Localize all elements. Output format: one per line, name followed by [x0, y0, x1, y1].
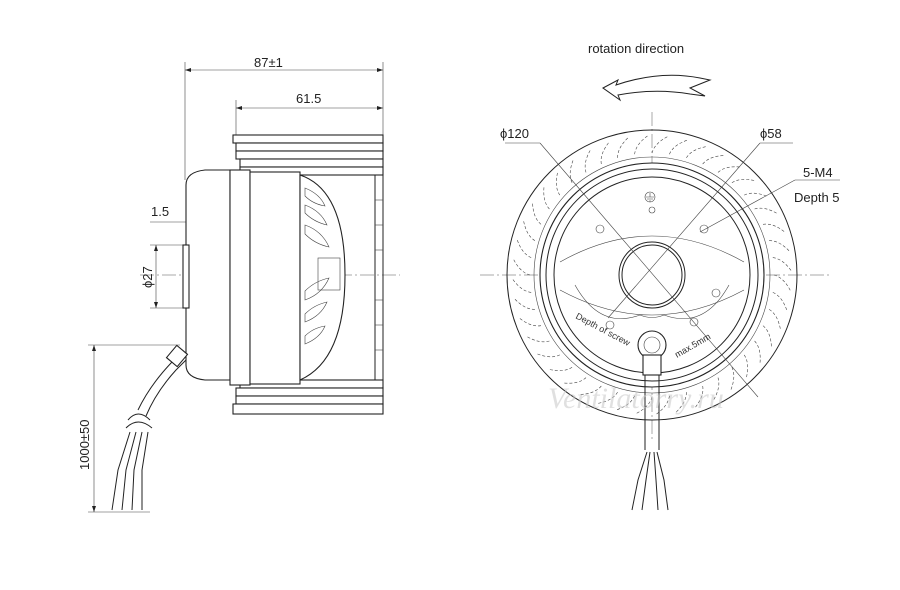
impeller-blade-mark: [772, 257, 793, 272]
impeller-blades-bottom: [232, 379, 384, 415]
impeller-length-label: 61.5: [296, 91, 321, 106]
impeller-blade-mark: [543, 185, 550, 210]
impeller-blade-mark: [516, 238, 532, 258]
screw-hole-icon: [605, 320, 615, 330]
impeller-blade-mark: [535, 353, 560, 358]
impeller-outer-circle: [506, 129, 798, 421]
impeller-blade-mark: [651, 135, 669, 154]
impeller-blade-mark: [694, 385, 704, 409]
face-arc-top: [559, 235, 745, 263]
rotation-arrow-icon: [602, 74, 712, 102]
outer-diameter-leader: [539, 142, 759, 398]
ground-symbol-icon: [644, 191, 656, 203]
impeller-blade-mark: [669, 139, 689, 155]
motor-flange: [185, 169, 231, 381]
impeller-blades-top: [232, 134, 384, 176]
impeller-blade-mark: [635, 396, 653, 415]
watermark: Ventilatorry.ru: [548, 382, 724, 415]
impeller-blade-mark: [762, 223, 786, 233]
front-view: rotation direction: [480, 41, 840, 511]
flange-thickness-label: 1.5: [151, 204, 169, 219]
inner-diameter-leader: [607, 142, 761, 319]
side-view: 87±1 61.5 1.5 ϕ27: [77, 55, 400, 513]
motor-housing: [249, 171, 301, 385]
impeller-blade-mark: [655, 395, 670, 416]
impeller-blade-mark: [754, 340, 761, 365]
motor-ring-2: [545, 168, 759, 382]
impeller-blade-mark: [518, 317, 542, 327]
impeller-blade-mark: [769, 240, 791, 253]
impeller-blade-mark: [532, 201, 542, 225]
impeller-blade-mark: [773, 274, 792, 292]
impeller-blade-mark: [717, 166, 742, 173]
impeller-blade-mark: [615, 395, 635, 411]
impeller-blade-mark: [772, 292, 788, 312]
hub-inner: [621, 244, 683, 306]
screw-hole-icon: [699, 224, 709, 234]
screw-hole-icon: [595, 224, 605, 234]
face-contour: [574, 284, 730, 319]
screw-hole-icon: [689, 317, 699, 327]
impeller-blade-mark: [525, 335, 550, 343]
impeller-blade-mark: [584, 148, 592, 173]
cable-length-label: 1000±50: [77, 419, 92, 470]
overall-length-label: 87±1: [254, 55, 283, 70]
screw-hole-icon: [648, 206, 656, 214]
impeller-blade-mark: [686, 146, 708, 159]
outer-diameter-label: ϕ120: [500, 126, 529, 141]
impeller-blade-mark: [744, 192, 769, 197]
screw-holes: [595, 191, 721, 330]
screw-spec-line2: Depth 5: [794, 190, 840, 205]
rotation-direction-label: rotation direction: [588, 41, 684, 56]
impeller-blade-mark: [596, 391, 618, 404]
impeller-blade-mark: [768, 309, 781, 331]
impeller-blade-mark: [556, 171, 561, 196]
impeller-blade-mark: [712, 377, 720, 402]
impeller-blade-marks: [511, 134, 793, 416]
impeller-blade-mark: [617, 136, 630, 158]
impeller-blade-mark: [513, 297, 535, 310]
impeller-blade-mark: [600, 141, 610, 165]
impeller-blade-mark: [730, 367, 735, 392]
impeller-blade-mark: [674, 392, 687, 414]
screw-hole-icon: [711, 288, 721, 298]
inner-diameter-label: ϕ58: [760, 126, 782, 141]
hub-outer: [618, 241, 686, 309]
front-cable: [631, 330, 669, 511]
hub-boss: [182, 244, 190, 309]
hub-diameter-label: ϕ27: [140, 266, 155, 288]
motor-ring: [229, 169, 251, 386]
impeller-blade-mark: [512, 258, 531, 276]
impeller-inner-circle: [533, 156, 771, 394]
face-arc-bottom: [559, 289, 745, 316]
impeller-blade-mark: [569, 158, 574, 183]
rotor-dome: [299, 174, 346, 381]
impeller-blade-mark: [511, 278, 532, 293]
side-cable: [111, 344, 189, 511]
impeller-blade-mark: [548, 366, 573, 371]
impeller-blade-mark: [743, 354, 748, 379]
impeller-blade-mark: [762, 325, 772, 349]
impeller-blade-mark: [754, 207, 779, 215]
impeller-blade-mark: [731, 179, 756, 184]
impeller-blade-mark: [702, 155, 726, 165]
impeller-blade-mark: [578, 385, 602, 395]
impeller-blade-mark: [562, 377, 587, 384]
screw-spec-line1: 5-M4: [803, 165, 833, 180]
impeller-blade-mark: [523, 219, 536, 241]
impeller-blade-mark: [634, 134, 649, 155]
impeller-blade-edges: [374, 175, 384, 380]
rotor-slots: [304, 187, 341, 345]
screw-spec-leader: [699, 179, 796, 233]
motor-outer-ring: [539, 162, 765, 388]
